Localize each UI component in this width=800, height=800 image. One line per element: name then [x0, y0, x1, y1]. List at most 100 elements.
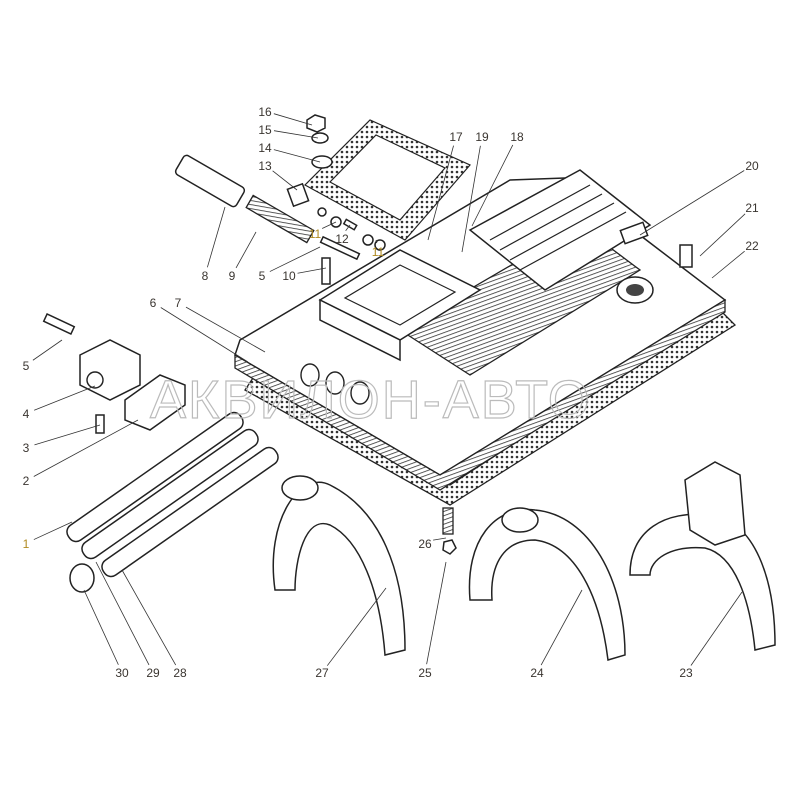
- leader-line-22: [711, 250, 745, 279]
- pin-12: [342, 218, 358, 231]
- spring-9: [245, 194, 315, 244]
- bolt-21: [679, 244, 693, 268]
- sleeve-8: [174, 154, 246, 208]
- leader-line-30: [83, 589, 119, 665]
- callout-17: 17: [449, 130, 463, 144]
- callout-20: 20: [745, 159, 759, 173]
- top-gasket-hole: [329, 134, 446, 221]
- leader-line-12: [345, 224, 351, 232]
- bolt-5-left: [42, 313, 76, 335]
- callout-29: 29: [146, 666, 160, 680]
- leader-line-4: [34, 385, 96, 411]
- callout-28: 28: [173, 666, 187, 680]
- callout-5: 5: [23, 359, 30, 373]
- leader-line-16: [273, 113, 313, 126]
- callout-4: 4: [23, 407, 30, 421]
- leader-line-15: [273, 130, 319, 139]
- breather-port-inner: [626, 284, 644, 296]
- fork-23: [629, 513, 776, 651]
- callout-23: 23: [679, 666, 693, 680]
- callout-13: 13: [258, 159, 272, 173]
- callout-22: 22: [745, 239, 759, 253]
- plug-13: [286, 182, 310, 208]
- shift-head-2: [124, 374, 186, 431]
- washer-14: [311, 155, 333, 169]
- shift-head-4-bore: [86, 371, 104, 389]
- callout-11: 11: [309, 227, 322, 241]
- leader-line-27: [326, 587, 387, 666]
- leader-line-23: [690, 591, 743, 666]
- leader-line-1: [33, 521, 73, 540]
- callout-7: 7: [175, 296, 182, 310]
- leader-line-20: [639, 170, 745, 236]
- fork-27-hub: [281, 475, 319, 501]
- callout-6: 6: [150, 296, 157, 310]
- callout-16: 16: [258, 105, 272, 119]
- leader-line-8: [206, 206, 226, 268]
- callout-14: 14: [258, 141, 272, 155]
- shift-tower-side: [319, 298, 401, 362]
- leader-line-17: [427, 145, 454, 241]
- shift-rods: [66, 411, 279, 578]
- leader-line-9: [235, 231, 257, 269]
- leader-line-13: [272, 170, 298, 191]
- leader-line-26: [433, 537, 447, 541]
- leader-line-6: [160, 307, 249, 363]
- washer-15: [311, 132, 329, 144]
- leader-line-11: [321, 221, 337, 229]
- ball-25: [442, 539, 457, 555]
- leader-line-28: [121, 569, 177, 666]
- callout-26: 26: [418, 537, 432, 551]
- callout-25: 25: [418, 666, 432, 680]
- watermark: АКВИЛОН-АВТО: [150, 370, 592, 430]
- leader-line-2: [33, 419, 139, 477]
- callout-24: 24: [530, 666, 544, 680]
- leader-line-29: [95, 561, 150, 666]
- spring-26: [442, 507, 454, 535]
- leader-line-21: [699, 213, 746, 257]
- fork-24-hub: [501, 507, 539, 533]
- fork-27: [272, 481, 406, 656]
- leader-line-5: [269, 246, 321, 272]
- callout-2: 2: [23, 474, 30, 488]
- callout-8: 8: [202, 269, 209, 283]
- fork-24: [468, 508, 626, 661]
- callout-11: 11: [372, 245, 385, 259]
- leader-line-11: [375, 239, 378, 244]
- screw-3: [95, 414, 105, 434]
- plug-30: [69, 563, 95, 593]
- leader-line-7: [185, 306, 266, 353]
- rod-bores: [300, 363, 370, 405]
- leader-line-5: [32, 339, 63, 361]
- callout-9: 9: [229, 269, 236, 283]
- callout-19: 19: [475, 130, 489, 144]
- shift-head-4: [79, 339, 141, 401]
- housing-cover-edge: [234, 298, 726, 491]
- callout-10: 10: [282, 269, 296, 283]
- callout-15: 15: [258, 123, 272, 137]
- leader-line-3: [34, 424, 101, 446]
- nut-16: [306, 114, 326, 133]
- callout-27: 27: [315, 666, 329, 680]
- leader-line-25: [426, 561, 447, 665]
- leader-line-24: [540, 589, 583, 666]
- leader-line-14: [273, 149, 321, 163]
- callout-3: 3: [23, 441, 30, 455]
- callout-18: 18: [510, 130, 524, 144]
- callout-30: 30: [115, 666, 129, 680]
- shift-tower-opening: [343, 264, 457, 326]
- callout-5: 5: [259, 269, 266, 283]
- leader-line-18: [471, 144, 514, 227]
- fork-23-head: [684, 461, 746, 546]
- bolt-5-top: [319, 235, 361, 261]
- callout-1: 1: [23, 537, 30, 551]
- leader-line-19: [461, 145, 481, 253]
- housing-ribs: [489, 184, 627, 271]
- leader-line-10: [297, 267, 327, 274]
- stud-10: [321, 257, 331, 285]
- callout-12: 12: [335, 232, 349, 246]
- plug-20: [619, 221, 649, 245]
